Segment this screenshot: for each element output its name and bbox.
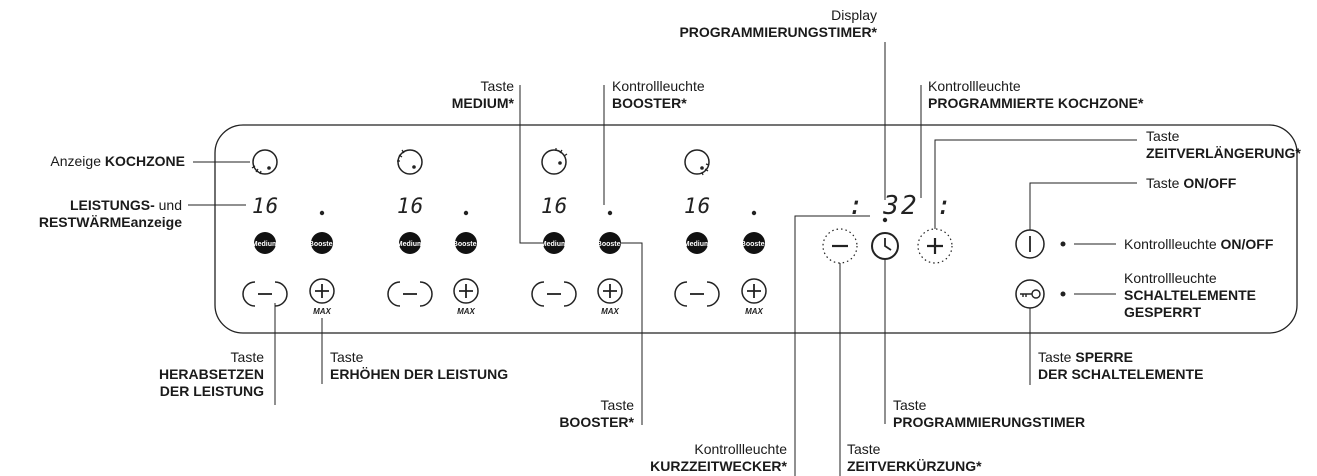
zone-indicator-icon [251,149,278,175]
clock-icon [884,238,892,251]
plus-button[interactable]: MAX [597,278,623,316]
cooking-zone-3: 16 Medium Booster MAX [531,148,624,316]
svg-text:MAX: MAX [745,307,763,316]
plus-button[interactable]: MAX [309,278,335,316]
booster-lamp [751,210,757,216]
minus-button[interactable] [674,281,720,307]
medium-button[interactable]: Medium [397,232,423,254]
cooking-zone-4: 16 Medium Booster MAX [674,149,768,316]
svg-text:Medium: Medium [541,241,567,248]
label-onoff-lamp: Kontrollleuchte ON/OFF [1124,236,1274,252]
time-increase-button[interactable] [917,228,953,264]
power-level-value: 16 [252,194,279,218]
zone-indicator-icon [684,149,710,176]
power-level-value: 16 [397,194,424,218]
svg-text:Booster: Booster [309,241,336,248]
plus-icon [603,284,617,298]
locked-lamp [1060,291,1066,297]
booster-button[interactable]: Booster [309,232,336,254]
booster-lamp [319,210,325,216]
control-panel-outline [214,124,1298,334]
minus-button[interactable] [387,281,433,307]
svg-text:MAX: MAX [601,307,619,316]
svg-text:MAX: MAX [313,307,331,316]
power-level-value: 16 [684,194,711,218]
plus-icon [459,284,473,298]
booster-lamp [607,210,613,216]
cooking-zone-2: 16 Medium Booster MAX [387,149,480,316]
label-zone-indicator: Anzeige KOCHZONE [50,153,185,169]
medium-button[interactable]: Medium [541,232,567,254]
on-off-button[interactable] [1015,229,1045,259]
key-lock-button[interactable] [1015,279,1045,309]
timer-button[interactable] [871,232,899,260]
svg-text:Booster: Booster [741,241,768,248]
plus-icon [927,238,943,254]
svg-text:Booster: Booster [453,241,480,248]
leader-lines [188,42,1137,476]
plus-button[interactable]: MAX [741,278,767,316]
svg-text:MAX: MAX [457,307,475,316]
cooking-zone-1: 16 Medium Booster MAX [242,149,336,316]
short-timer-lamp [882,217,888,223]
on-off-lamp [1060,241,1066,247]
booster-button[interactable]: Booster [597,232,624,254]
plus-button[interactable]: MAX [453,278,479,316]
label-onoff-key: Taste ON/OFF [1146,175,1237,191]
medium-button[interactable]: Medium [684,232,710,254]
zone-indicator-icon [541,148,568,175]
svg-text:Booster: Booster [597,241,624,248]
medium-button[interactable]: Medium [252,232,278,254]
svg-text:Medium: Medium [397,241,423,248]
booster-lamp [463,210,469,216]
plus-icon [315,284,329,298]
key-lock-icon [1020,289,1041,299]
zone-indicator-icon [397,149,423,175]
time-decrease-button[interactable] [822,228,858,264]
booster-button[interactable]: Booster [453,232,480,254]
power-level-value: 16 [541,194,568,218]
svg-text:Medium: Medium [252,241,278,248]
timer-section: : 32 : [822,191,953,264]
minus-button[interactable] [531,281,577,307]
plus-icon [747,284,761,298]
power-level-display: 16 [252,194,279,218]
label-power-display: LEISTUNGS- und RESTWÄRMEanzeige [38,197,182,230]
minus-button[interactable] [242,281,288,307]
svg-text:Medium: Medium [684,241,710,248]
booster-button[interactable]: Booster [741,232,768,254]
